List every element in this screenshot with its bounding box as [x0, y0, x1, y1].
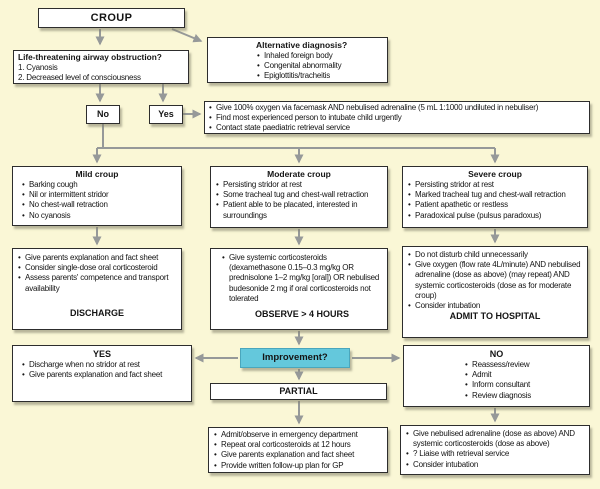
node-improvement-yes: YES Discharge when no stridor at rest Gi… — [12, 345, 192, 402]
improvement-yes-item: Give parents explanation and fact sheet — [21, 370, 187, 380]
mild-outcome-label: DISCHARGE — [69, 307, 124, 318]
no-action-item: Consider intubation — [405, 460, 585, 470]
moderate-outcome-label: OBSERVE > 4 HOURS — [254, 309, 350, 320]
alternative-diagnosis-title: Alternative diagnosis? — [256, 40, 348, 50]
node-life-threatening: Life-threatening airway obstruction? 1. … — [13, 50, 189, 84]
moderate-croup-item: Persisting stridor at rest — [215, 180, 383, 190]
improvement-no-item: Review diagnosis — [464, 391, 585, 401]
moderate-croup-item: Some tracheal tug and chest-wall retract… — [215, 190, 383, 200]
node-emergency-actions: Give 100% oxygen via facemask AND nebuli… — [204, 101, 590, 134]
node-moderate-management: Give systemic corticosteroids (dexametha… — [210, 248, 388, 330]
node-mild-croup: Mild croup Barking cough Nil or intermit… — [12, 166, 182, 226]
node-severe-management: Do not disturb child unnecessarily Give … — [402, 246, 588, 338]
mild-croup-item: Barking cough — [21, 180, 177, 190]
node-no-actions: Give nebulised adrenaline (dose as above… — [400, 425, 590, 475]
emergency-action-item: Find most experienced person to intubate… — [208, 113, 586, 123]
node-improvement-no: NO Reassess/review Admit Inform consulta… — [403, 345, 590, 407]
alternative-diagnosis-item: Congenital abnormality — [256, 61, 383, 71]
partial-action-item: Admit/observe in emergency department — [213, 430, 383, 440]
mild-management-item: Assess parents' competence and transport… — [17, 273, 177, 293]
alternative-diagnosis-item: Inhaled foreign body — [256, 51, 383, 61]
emergency-action-item: Contact state paediatric retrieval servi… — [208, 123, 586, 133]
mild-croup-item: No cyanosis — [21, 211, 177, 221]
moderate-management-item: Give systemic corticosteroids (dexametha… — [221, 253, 383, 304]
moderate-croup-title: Moderate croup — [267, 169, 331, 179]
severe-croup-item: Patient apathetic or restless — [407, 200, 583, 210]
life-threatening-item: 1. Cyanosis — [18, 63, 58, 72]
mild-croup-item: Nil or intermittent stridor — [21, 190, 177, 200]
partial-action-item: Give parents explanation and fact sheet — [213, 450, 383, 460]
node-moderate-croup: Moderate croup Persisting stridor at res… — [210, 166, 388, 228]
improvement-no-item: Admit — [464, 370, 585, 380]
emergency-action-item: Give 100% oxygen via facemask AND nebuli… — [208, 103, 586, 113]
severe-croup-item: Marked tracheal tug and chest-wall retra… — [407, 190, 583, 200]
node-croup: CROUP — [38, 8, 185, 28]
severe-croup-item: Paradoxical pulse (pulsus paradoxus) — [407, 211, 583, 221]
severe-management-item: Do not disturb child unnecessarily — [407, 250, 583, 260]
improvement-yes-title: YES — [92, 349, 111, 359]
croup-title: CROUP — [90, 12, 133, 24]
mild-croup-title: Mild croup — [75, 169, 119, 179]
node-improvement-partial: PARTIAL — [210, 383, 387, 400]
no-action-item: Give nebulised adrenaline (dose as above… — [405, 429, 585, 449]
node-partial-actions: Admit/observe in emergency department Re… — [208, 427, 388, 473]
arrow-croup-to-alternative — [171, 28, 203, 43]
node-no: No — [86, 105, 120, 124]
moderate-croup-item: Patient able to be placated, interested … — [215, 200, 383, 220]
partial-label: PARTIAL — [279, 386, 318, 396]
mild-croup-item: No chest-wall retraction — [21, 200, 177, 210]
partial-action-item: Repeat oral corticosteroids at 12 hours — [213, 440, 383, 450]
mild-management-item: Give parents explanation and fact sheet — [17, 253, 177, 263]
node-improvement-decision: Improvement? — [240, 348, 350, 368]
yes-label: Yes — [158, 109, 174, 119]
severe-outcome-label: ADMIT TO HOSPITAL — [449, 311, 541, 322]
severe-management-item: Give oxygen (flow rate 4L/minute) AND ne… — [407, 260, 583, 301]
life-threatening-title: Life-threatening airway obstruction? — [18, 52, 162, 62]
improvement-no-item: Reassess/review — [464, 360, 585, 370]
improvement-label: Improvement? — [262, 352, 328, 363]
life-threatening-item: 2. Decreased level of consciousness — [18, 73, 141, 83]
mild-management-item: Consider single-dose oral corticosteroid — [17, 263, 177, 273]
node-severe-croup: Severe croup Persisting stridor at rest … — [402, 166, 588, 228]
node-mild-management: Give parents explanation and fact sheet … — [12, 248, 182, 330]
node-alternative-diagnosis: Alternative diagnosis? Inhaled foreign b… — [207, 37, 388, 83]
no-action-item: ? Liaise with retrieval service — [405, 449, 585, 459]
improvement-no-item: Inform consultant — [464, 380, 585, 390]
severe-croup-item: Persisting stridor at rest — [407, 180, 583, 190]
partial-action-item: Provide written follow-up plan for GP — [213, 461, 383, 471]
alternative-diagnosis-item: Epiglottitis/tracheitis — [256, 71, 383, 81]
severe-management-item: Consider intubation — [407, 301, 583, 311]
improvement-yes-item: Discharge when no stridor at rest — [21, 360, 187, 370]
severe-croup-title: Severe croup — [468, 169, 522, 179]
node-yes: Yes — [149, 105, 183, 124]
no-label: No — [97, 109, 109, 119]
improvement-no-title: NO — [489, 349, 504, 359]
